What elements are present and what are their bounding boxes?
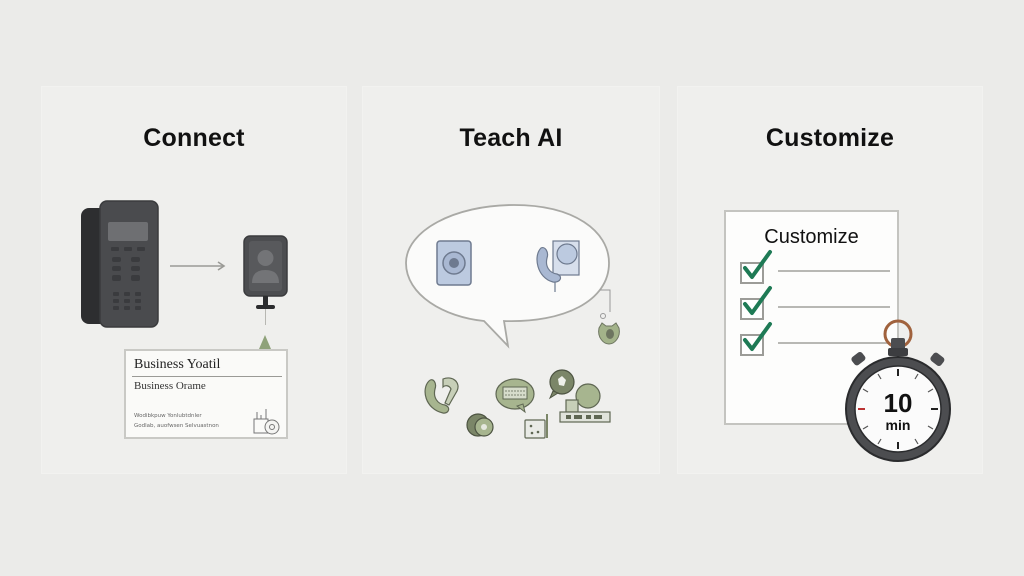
chat-bubble-icon [547,369,577,400]
arrow-right-icon [170,261,226,271]
stopwatch-icon: 10 min [842,318,954,468]
checklist-title: Customize [764,226,859,248]
contact-badge-icon [243,235,289,325]
business-card: Business Yoatil Business Orame Wodibkpuw… [124,349,288,439]
checklist-item [740,322,890,356]
checklist-line [778,306,890,308]
phone-handset-recorder-icon [535,240,581,295]
panel-title: Connect [143,124,245,152]
checkmark-icon [742,322,772,354]
checklist-line [778,270,890,272]
small-badge-icon [596,288,624,348]
speaker-device-icon [436,240,472,286]
checklist-item [740,250,890,284]
desk-phone-icon [80,200,160,328]
stopwatch-value: 10 [883,388,913,418]
office-gear-icon [252,407,282,437]
checkmark-icon [742,250,772,282]
phone-handset-icon [423,375,463,420]
card-title: Business Yoatil [134,357,221,372]
card-divider [132,376,282,377]
checklist-item [740,286,890,320]
wifi-device-icon [524,410,552,440]
card-subtitle: Business Orame [134,380,206,392]
card-fine-print-1: Wodibkpuw Yonlubtdnler [134,413,202,419]
checkmark-icon [742,286,772,318]
panel-title: Customize [765,124,895,152]
robot-icon [558,382,612,424]
checklist-line [778,342,890,344]
panel-title: Teach AI [459,124,563,152]
stopwatch-unit: min [885,417,911,433]
music-disc-icon [466,413,496,439]
card-fine-print-2: Godlab, auofwsen Selvuastnon [134,423,219,429]
chat-keyboard-icon [495,378,537,414]
